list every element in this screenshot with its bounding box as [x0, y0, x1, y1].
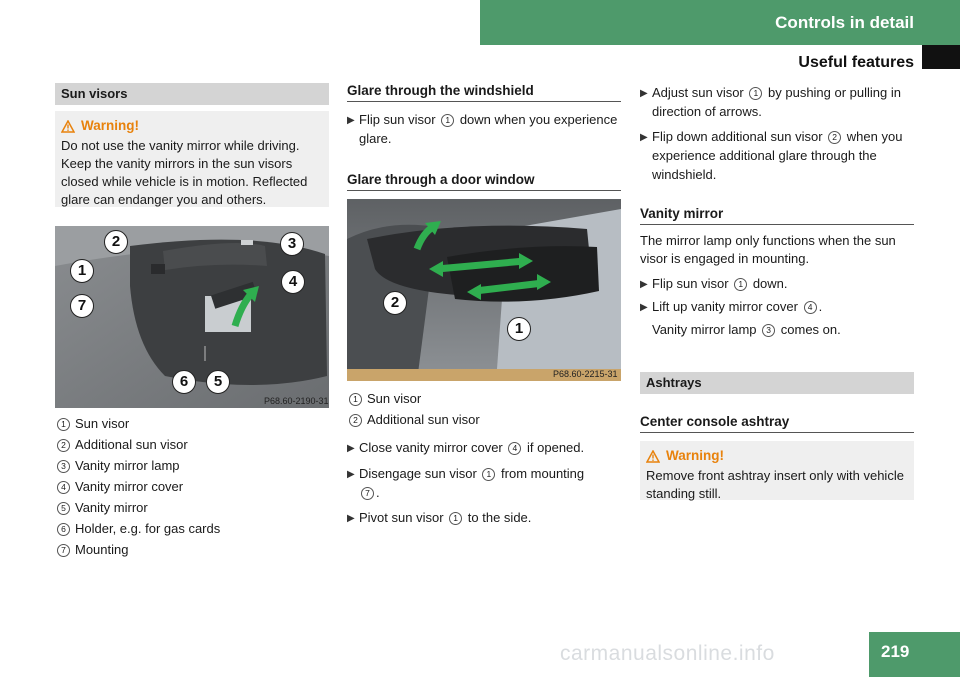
step-result: Vanity mirror lamp 3 comes on.: [652, 322, 841, 337]
bullet-arrow-icon: ▶: [347, 443, 355, 454]
page-number-box: 219: [869, 632, 960, 677]
figure-code: P68.60-2215-31: [553, 369, 618, 379]
header-section-title: Controls in detail: [775, 13, 914, 32]
bullet-arrow-icon: ▶: [347, 115, 355, 126]
sun-visor-illustration: [55, 226, 329, 408]
bullet-arrow-icon: ▶: [640, 132, 648, 143]
center-console-ashtray-heading: Center console ashtray: [640, 414, 914, 433]
warning-title: Warning!: [61, 117, 323, 135]
figure-callout-4: 4: [281, 270, 305, 294]
door-window-steps: ▶ Close vanity mirror cover 4 if opened.…: [347, 438, 621, 528]
windshield-heading: Glare through the windshield: [347, 83, 621, 102]
bullet-arrow-icon: ▶: [640, 302, 648, 313]
vanity-steps: ▶ Flip sun visor 1 down. ▶ Lift up vanit…: [640, 274, 914, 339]
bullet-arrow-icon: ▶: [640, 279, 648, 290]
step-item: ▶ Close vanity mirror cover 4 if opened.: [347, 438, 621, 458]
warning-box-ashtray: Warning! Remove front ashtray insert onl…: [640, 441, 914, 501]
adjust-steps: ▶ Adjust sun visor 1 by pushing or pulli…: [640, 83, 916, 184]
vanity-mirror-text: The mirror lamp only functions when the …: [640, 233, 896, 266]
step-item: ▶ Flip down additional sun visor 2 when …: [640, 129, 903, 182]
figure-callout-1: 1: [70, 259, 94, 283]
figure-callout-5: 5: [206, 370, 230, 394]
step-item: ▶ Adjust sun visor 1 by pushing or pulli…: [640, 85, 901, 119]
step-item: ▶ Lift up vanity mirror cover 4.: [640, 297, 914, 317]
figure-code: P68.60-2190-31: [264, 396, 329, 406]
watermark: carmanualsonline.info: [560, 642, 775, 665]
ashtrays-heading: Ashtrays: [640, 372, 914, 394]
warning-text: Do not use the vanity mirror while drivi…: [61, 138, 308, 207]
warning-title: Warning!: [646, 447, 908, 465]
bullet-arrow-icon: ▶: [640, 88, 648, 99]
figure-callout-2: 2: [383, 291, 407, 315]
warning-triangle-icon: [646, 449, 660, 463]
figure-callout-7: 7: [70, 294, 94, 318]
bullet-arrow-icon: ▶: [347, 513, 355, 524]
door-window-heading: Glare through a door window: [347, 172, 621, 191]
figure-callout-1: 1: [507, 317, 531, 341]
figure-callout-3: 3: [280, 232, 304, 256]
header-subsection-title: Useful features: [798, 54, 914, 71]
page-number: 219: [881, 642, 910, 661]
warning-triangle-icon: [61, 119, 75, 133]
figure-callout-6: 6: [172, 370, 196, 394]
figure-callout-2: 2: [104, 230, 128, 254]
sun-visors-heading: Sun visors: [55, 83, 329, 105]
step-item: ▶ Flip sun visor 1 down.: [640, 274, 914, 294]
vanity-mirror-heading: Vanity mirror: [640, 206, 914, 225]
door-window-illustration: [347, 199, 621, 381]
warning-box-driving: Warning! Do not use the vanity mirror wh…: [55, 111, 329, 207]
header-section-bar: Controls in detail: [480, 0, 960, 45]
sun-visor-figure: 2 3 1 4 7 6 5 P68.60-2190-31: [55, 226, 329, 408]
windshield-step: ▶ Flip sun visor 1 down when you experie…: [347, 112, 618, 146]
step-item: ▶ Pivot sun visor 1 to the side.: [347, 508, 621, 528]
warning-text: Remove front ashtray insert only with ve…: [646, 468, 904, 501]
door-window-figure: 2 1 P68.60-2215-31: [347, 199, 621, 381]
header-black-tab: [922, 45, 960, 69]
bullet-arrow-icon: ▶: [347, 469, 355, 480]
